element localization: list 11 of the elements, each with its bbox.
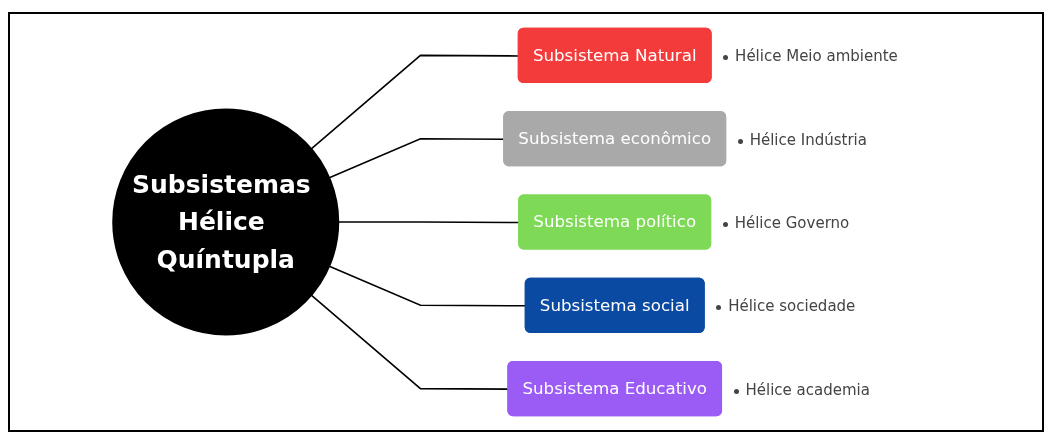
bullet-item: Hélice sociedade <box>728 297 856 316</box>
bullet-item: Hélice Indústria <box>749 130 867 149</box>
process-pill: Subsistema social <box>524 277 705 333</box>
process-pill: Subsistema Natural <box>517 27 712 83</box>
bullet-item: Hélice Meio ambiente <box>735 47 898 66</box>
process-pill: Subsistema político <box>518 194 712 250</box>
bullet-item: Hélice academia <box>745 380 870 399</box>
bullet-item: Hélice Governo <box>734 214 850 232</box>
process-pill: Subsistema econômico <box>503 111 727 167</box>
circle-node: Subsistemas Hélice Quíntupla <box>112 108 340 336</box>
process-pill: Subsistema Educativo <box>507 361 723 417</box>
